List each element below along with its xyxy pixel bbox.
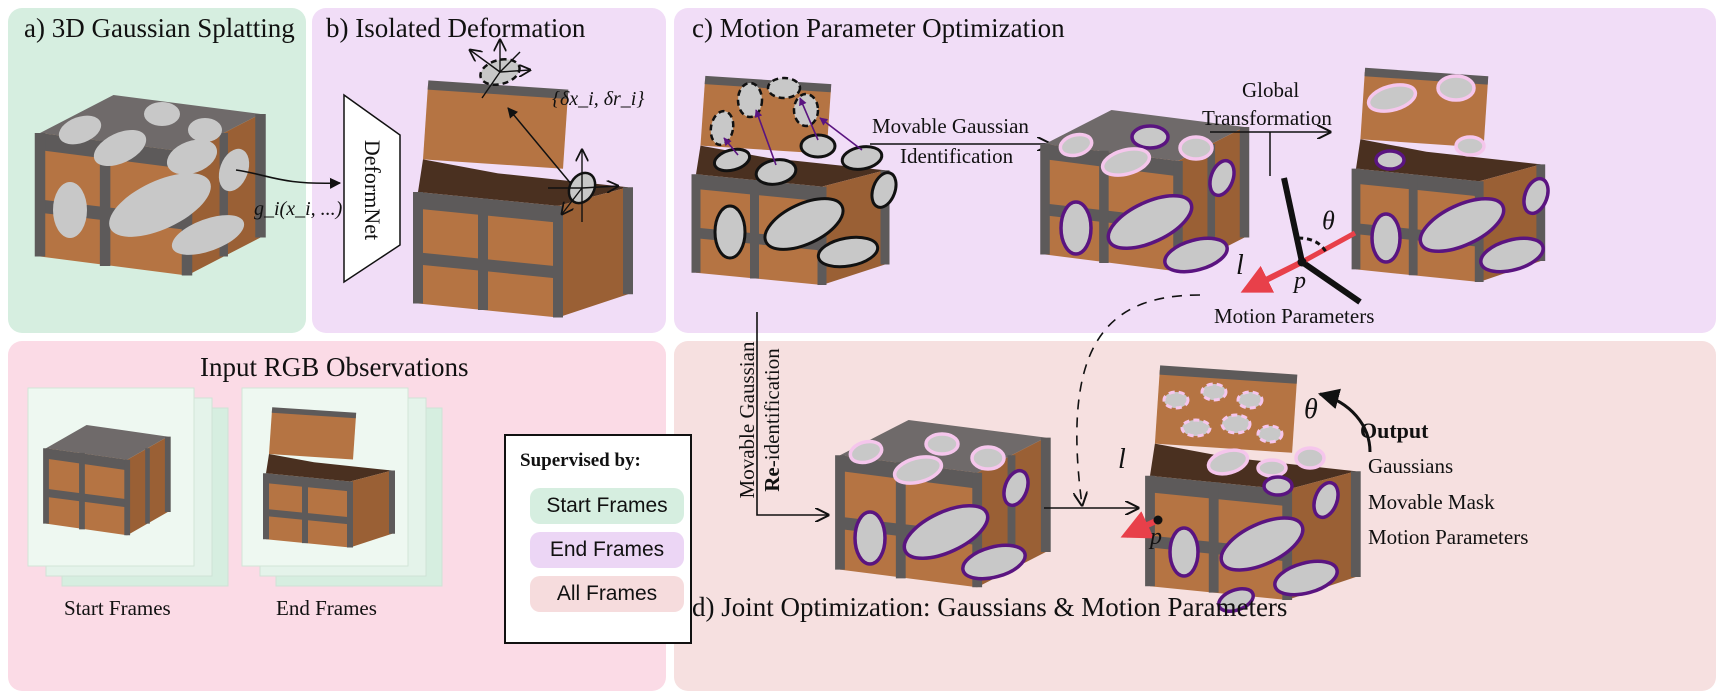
legend-title: Supervised by:: [520, 450, 641, 471]
end-frames-caption: End Frames: [276, 596, 377, 620]
chest-c1: [696, 78, 898, 285]
arrow-a-to-deformnet: [235, 169, 342, 189]
reid-line-2: Re-identification: [760, 342, 785, 499]
source-gaussian-b: [548, 150, 618, 222]
deformnet-label: DeformNet: [360, 139, 385, 241]
chest-c2: [1045, 110, 1245, 278]
global-transformation-label-2: Transformation: [1202, 106, 1332, 130]
motion-parameters-label-c: Motion Parameters: [1214, 304, 1375, 328]
reid-bold-prefix: Re: [760, 467, 784, 492]
motion-parameters-glyph-d: [1120, 388, 1372, 539]
panel-a-title: a) 3D Gaussian Splatting: [24, 13, 295, 43]
output-item-movable-mask: Movable Mask: [1368, 490, 1495, 514]
start-frames-stack: [27, 387, 229, 587]
l-label-c: l: [1236, 250, 1244, 281]
deformnet-trapezoid: [343, 93, 401, 284]
panel-d-title: d) Joint Optimization: Gaussians & Motio…: [692, 592, 1288, 622]
movable-identification-label-2: Identification: [900, 144, 1014, 168]
theta-label-d: θ: [1304, 394, 1318, 425]
chest-d2-output: [1150, 370, 1356, 613]
deformation-arrow-b: [507, 107, 573, 186]
reid-line-1: Movable Gaussian: [735, 341, 759, 499]
reid-label: Movable Gaussian Re-identification: [735, 342, 785, 499]
chest-with-gaussians-a: [40, 95, 261, 276]
output-item-motion-parameters: Motion Parameters: [1368, 525, 1529, 549]
output-title: Output: [1360, 418, 1429, 443]
panel-c-title: c) Motion Parameter Optimization: [692, 13, 1065, 43]
panel-input-title: Input RGB Observations: [200, 352, 469, 382]
delta-params-label: {δx_i, δr_i}: [552, 88, 645, 110]
p-label-d: p: [1150, 524, 1162, 550]
end-frames-stack: [241, 387, 443, 587]
legend-end-frames: End Frames: [530, 532, 684, 568]
supervision-legend: Supervised by: Start Frames End Frames A…: [504, 434, 692, 644]
output-item-gaussians: Gaussians: [1368, 454, 1454, 478]
legend-start-frames: Start Frames: [530, 488, 684, 524]
gaussian-function-label: g_i(x_i, ...): [254, 198, 343, 220]
reid-suffix: -identification: [760, 348, 784, 468]
open-chest-b: [418, 85, 628, 318]
panel-b-title: b) Isolated Deformation: [326, 13, 586, 43]
dashed-flow-arrow: [1077, 294, 1201, 505]
chest-c3: [1356, 72, 1550, 282]
start-frames-caption: Start Frames: [64, 596, 171, 620]
l-label-d: l: [1118, 444, 1126, 475]
deformed-gaussian-b: [470, 40, 530, 99]
chest-d1: [840, 420, 1046, 587]
theta-label-c: θ: [1322, 206, 1335, 235]
legend-all-frames: All Frames: [530, 576, 684, 612]
reid-axes-arrow: [756, 312, 828, 515]
motion-parameters-glyph-c: [1240, 177, 1362, 305]
movable-identification-label-1: Movable Gaussian: [872, 114, 1029, 138]
p-label-c: p: [1294, 268, 1306, 294]
global-transformation-label-1: Global: [1242, 78, 1300, 102]
